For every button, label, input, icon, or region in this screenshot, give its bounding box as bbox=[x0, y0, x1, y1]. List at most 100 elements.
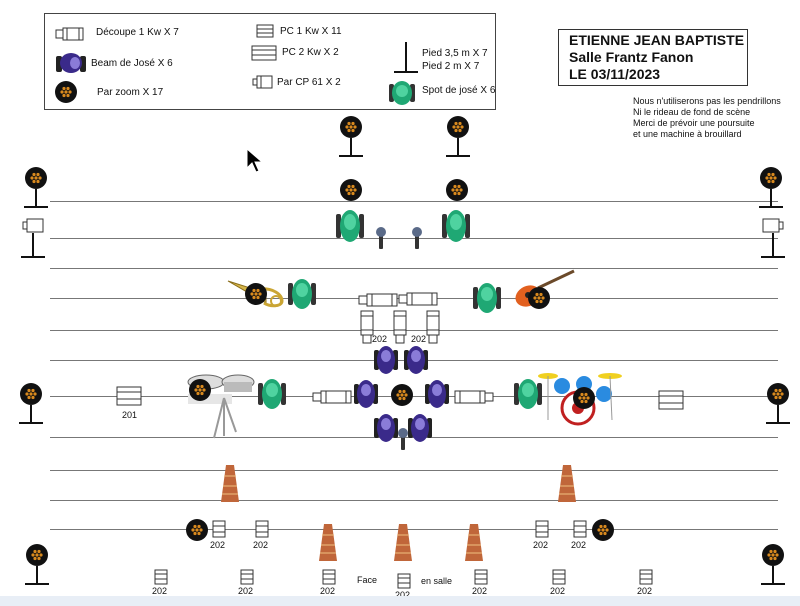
par-zoom-icon bbox=[592, 519, 614, 541]
title-date: LE 03/11/2023 bbox=[569, 66, 661, 82]
circuit-label: 202 bbox=[571, 540, 587, 550]
decoupe-icon bbox=[398, 292, 438, 306]
pc1-icon bbox=[573, 520, 587, 538]
legend-beam-label: Beam de José X 6 bbox=[91, 58, 173, 69]
cone-light-icon bbox=[221, 465, 239, 502]
stage-line-11 bbox=[50, 529, 778, 530]
decoupe-icon bbox=[454, 390, 494, 404]
decoupe-icon bbox=[55, 27, 84, 41]
spot-icon bbox=[514, 379, 542, 409]
beam-icon bbox=[404, 346, 428, 374]
legend-par-cp61-label: Par CP 61 X 2 bbox=[277, 77, 341, 88]
pc1-icon bbox=[240, 569, 254, 585]
stage-line-3 bbox=[50, 268, 778, 269]
circuit-label: 202 bbox=[411, 334, 427, 344]
pc1-icon bbox=[154, 569, 168, 585]
par-zoom-stand-icon bbox=[759, 167, 783, 208]
legend-pc2-label: PC 2 Kw X 2 bbox=[282, 47, 339, 58]
par-zoom-icon bbox=[391, 384, 413, 406]
window-bottom-edge bbox=[0, 596, 800, 606]
circuit-label: 202 bbox=[472, 586, 488, 596]
mouse-cursor-icon bbox=[246, 147, 264, 173]
decoupe-icon bbox=[426, 310, 440, 344]
pc1-icon bbox=[552, 569, 566, 585]
legend-decoupe-label: Découpe 1 Kw X 7 bbox=[96, 27, 179, 38]
microphone-icon bbox=[376, 227, 386, 249]
pc1-icon bbox=[474, 569, 488, 585]
en-salle-label: en salle bbox=[421, 576, 453, 586]
par-zoom-icon bbox=[55, 81, 77, 103]
microphone-icon bbox=[398, 428, 408, 450]
spot-icon bbox=[473, 283, 501, 313]
pc1-icon bbox=[255, 520, 269, 538]
circuit-label: 202 bbox=[637, 586, 653, 596]
par-zoom-icon bbox=[340, 179, 362, 201]
circuit-label: 202 bbox=[550, 586, 566, 596]
stage-line-9 bbox=[50, 470, 778, 471]
cone-light-icon bbox=[558, 465, 576, 502]
circuit-label: 202 bbox=[238, 586, 254, 596]
legend-pc1-label: PC 1 Kw X 11 bbox=[280, 26, 342, 37]
beam-icon bbox=[425, 380, 449, 408]
stage-line-5 bbox=[50, 330, 778, 331]
beam-icon bbox=[408, 414, 432, 442]
note-line-3: Merci de prévoir une poursuite bbox=[633, 118, 755, 128]
decoupe-icon bbox=[360, 310, 374, 344]
pied-stand-icon bbox=[394, 42, 418, 73]
note-line-1: Nous n'utiliserons pas les pendrillons bbox=[633, 96, 781, 106]
pc1-icon bbox=[535, 520, 549, 538]
spot-icon bbox=[336, 210, 364, 242]
circuit-label: 202 bbox=[253, 540, 269, 550]
decoupe-icon bbox=[358, 293, 398, 307]
cone-light-icon bbox=[319, 524, 337, 561]
legend-spot-label: Spot de josé X 6 bbox=[422, 85, 496, 96]
legend-pied35-label: Pied 3,5 m X 7 bbox=[422, 48, 488, 59]
par-zoom-icon bbox=[245, 283, 267, 305]
par-zoom-stand-icon bbox=[19, 383, 43, 424]
legend-box bbox=[44, 13, 496, 110]
decoupe-icon bbox=[312, 390, 352, 404]
par-cp61-stand-icon bbox=[21, 218, 45, 258]
spot-icon bbox=[288, 279, 316, 309]
face-label: Face bbox=[357, 575, 378, 585]
par-cp61-icon bbox=[252, 75, 273, 89]
par-zoom-stand-icon bbox=[761, 544, 785, 585]
note-line-4: et une machine à brouillard bbox=[633, 129, 742, 139]
legend-par-zoom-label: Par zoom X 17 bbox=[97, 87, 164, 98]
legend-pied2-label: Pied 2 m X 7 bbox=[422, 61, 480, 72]
par-zoom-stand-icon bbox=[446, 116, 470, 157]
spot-icon bbox=[442, 210, 470, 242]
stage-line-10 bbox=[50, 500, 778, 501]
pc1-icon bbox=[256, 24, 274, 38]
circuit-label: 202 bbox=[533, 540, 549, 550]
spot-icon bbox=[258, 379, 286, 409]
pc1-icon bbox=[212, 520, 226, 538]
circuit-label: 202 bbox=[395, 590, 411, 600]
title-box: ETIENNE JEAN BAPTISTE Salle Frantz Fanon… bbox=[558, 29, 748, 86]
par-zoom-icon bbox=[446, 179, 468, 201]
title-venue: Salle Frantz Fanon bbox=[569, 49, 694, 65]
par-zoom-icon bbox=[186, 519, 208, 541]
circuit-label: 202 bbox=[372, 334, 388, 344]
cone-light-icon bbox=[394, 524, 412, 561]
spot-icon bbox=[389, 81, 415, 105]
par-zoom-stand-icon bbox=[766, 383, 790, 424]
beam-icon bbox=[354, 380, 378, 408]
par-zoom-stand-icon bbox=[24, 167, 48, 208]
pc1-icon bbox=[322, 569, 336, 585]
circuit-label: 202 bbox=[152, 586, 168, 596]
circuit-label: 202 bbox=[320, 586, 336, 596]
par-zoom-icon bbox=[528, 287, 550, 309]
stage-line-2 bbox=[50, 238, 778, 239]
par-zoom-icon bbox=[573, 387, 595, 409]
par-zoom-stand-icon bbox=[25, 544, 49, 585]
pc2-icon bbox=[658, 390, 684, 410]
stage-line-1 bbox=[50, 201, 778, 202]
notes: Nous n'utiliserons pas les pendrillons N… bbox=[633, 96, 781, 140]
circuit-label: 202 bbox=[210, 540, 226, 550]
cone-light-icon bbox=[465, 524, 483, 561]
par-cp61-stand-icon bbox=[761, 218, 785, 258]
par-zoom-stand-icon bbox=[339, 116, 363, 157]
title-artist: ETIENNE JEAN BAPTISTE bbox=[569, 32, 745, 48]
beam-icon bbox=[374, 414, 398, 442]
